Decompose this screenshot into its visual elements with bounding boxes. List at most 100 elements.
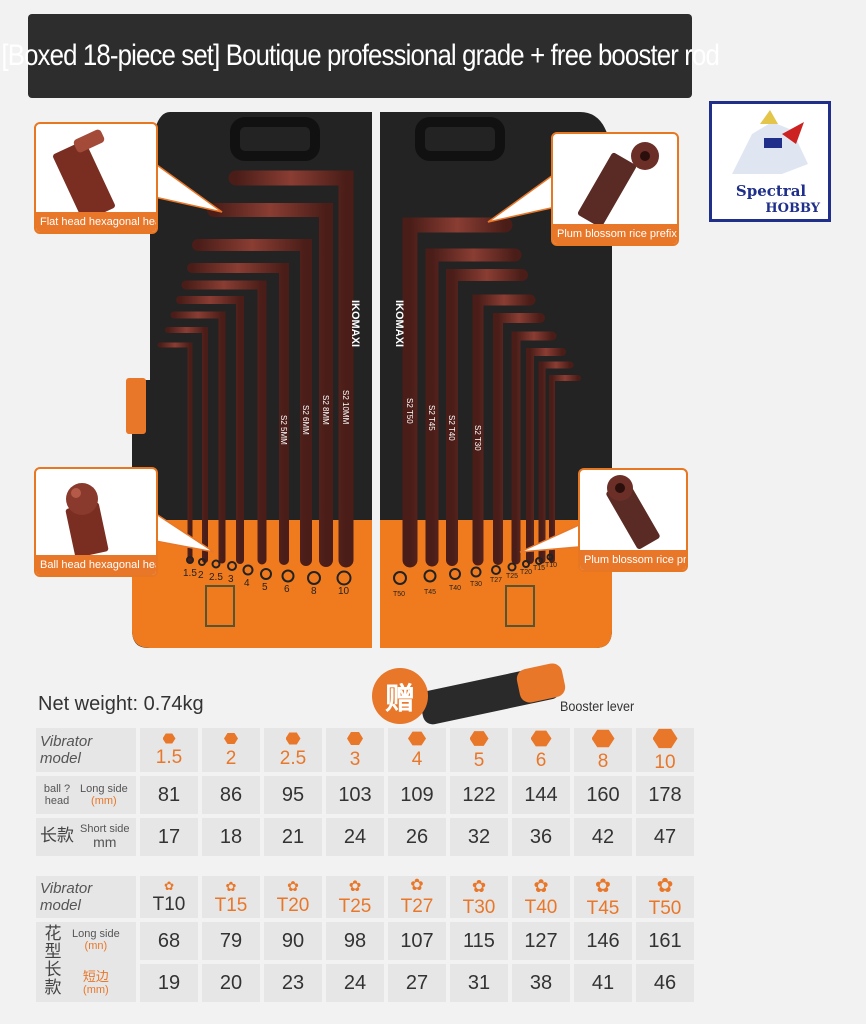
torx-size-label: T45 [424,589,436,596]
size-label: 10 [338,586,350,597]
torx-size-cell: ✿T50 [636,876,694,918]
long-cell: 107 [388,922,446,960]
long-cell: 81 [140,776,198,814]
torx-size-label: T27 [490,577,502,584]
torx-size-cell: ✿T25 [326,876,384,918]
table-row: 花型长款 Long side (mn) 短边 (mm) 68 79 90 98 … [36,922,694,1002]
long-cell: 90 [264,922,322,960]
short-cell: 36 [512,818,570,856]
booster-rod-image [419,663,566,725]
long-cell: 161 [636,922,694,960]
table-row: ball ? head Long side (mm) 81 86 95 103 … [36,776,694,814]
torx-size-cell: ✿T45 [574,876,632,918]
model-header: Vibrator model [36,876,136,918]
long-cell: 103 [326,776,384,814]
torx-size-label: T10 [545,562,557,569]
torx-size-cell: ✿T20 [264,876,322,918]
banner-title: [Boxed 18-piece set] Boutique profession… [1,39,719,72]
logo-line1: Spectral [735,182,807,200]
short-cell: 24 [326,964,384,1002]
short-cell: 20 [202,964,260,1002]
hex-spec-table: Vibrator model 1.5 2 2.5 3 4 5 6 8 10 ba… [32,724,698,860]
torx-size-cell: ✿T10 [140,876,198,918]
long-cell: 95 [264,776,322,814]
key-label-8mm: S2 8MM [321,395,330,425]
ball-head-callout: Ball head hexagonal head [34,467,158,577]
size-label: 5 [262,582,268,593]
torx-size-label: T15 [533,565,545,572]
long-cell: 68 [140,922,198,960]
size-cell: 2.5 [264,728,322,772]
torx-tip-icon [577,142,659,228]
plum-top-caption: Plum blossom rice prefix [553,224,677,244]
long-side-header: ball ? head Long side (mm) [36,776,136,814]
hex-keys-left [157,170,354,568]
short-cell: 32 [450,818,508,856]
short-cell: 21 [264,818,322,856]
group-label-top: ball ? head [43,782,71,807]
gift-badge: 赠 [372,668,428,724]
long-cell: 160 [574,776,632,814]
size-cell: 6 [512,728,570,772]
size-cell: 4 [388,728,446,772]
key-label-6mm: S2 6MM [301,405,310,435]
model-header: Vibrator model [36,728,136,772]
booster-label: Booster lever [560,698,635,714]
long-cell: 122 [450,776,508,814]
short-cell: 24 [326,818,384,856]
short-cell: 46 [636,964,694,1002]
torx-size-label: T40 [449,585,461,592]
key-label-t40: S2 T40 [447,415,456,441]
torx-keys-right [402,217,581,568]
size-markers [186,553,554,586]
short-cell: 26 [388,818,446,856]
long-cell: 86 [202,776,260,814]
torx-size-label: T20 [520,569,532,576]
plum-bottom-caption: Plum blossom rice prefix [580,550,686,570]
torx-size-cell: ✿T30 [450,876,508,918]
key-label-10mm: S2 10MM [341,390,350,425]
long-cell: 115 [450,922,508,960]
logo-line2: HOBBY [765,201,820,216]
short-cell: 42 [574,818,632,856]
long-cell: 109 [388,776,446,814]
torx-group-label-cn: 花型长款 [44,924,62,998]
short-cell: 23 [264,964,322,1002]
brand-mark-right: IKOMAXI [393,300,405,347]
brand-mark-left: IKOMAXI [349,300,361,347]
torx-size-label: T25 [506,573,518,580]
size-cell: 3 [326,728,384,772]
short-cell: 19 [140,964,198,1002]
long-cell: 98 [326,922,384,960]
torx-size-cell: ✿T40 [512,876,570,918]
short-side-header: 长款 Short side mm [36,818,136,856]
long-cell: 79 [202,922,260,960]
short-cell: 17 [140,818,198,856]
plum-bottom-callout: Plum blossom rice prefix [578,468,688,572]
torx-tip-icon [606,475,660,549]
size-cell: 10 [636,728,694,772]
torx-size-cell: ✿T27 [388,876,446,918]
plum-top-callout: Plum blossom rice prefix [551,132,679,246]
short-cell: 31 [450,964,508,1002]
spectral-hobby-logo: Spectral HOBBY [709,101,831,222]
short-cell: 38 [512,964,570,1002]
size-cell: 8 [574,728,632,772]
short-cell: 27 [388,964,446,1002]
size-label: 2 [198,570,204,581]
size-label: 4 [244,578,250,589]
torx-spec-table: Vibrator model ✿T10 ✿T15 ✿T20 ✿T25 ✿T27 … [32,872,698,1006]
product-case-illustration: IKOMAXI IKOMAXI S2 10MM S2 8MM S2 6MM S2… [126,112,612,648]
long-cell: 178 [636,776,694,814]
size-label: 2.5 [209,572,223,583]
table-row: Vibrator model 1.5 2 2.5 3 4 5 6 8 10 [36,728,694,772]
short-cell: 47 [636,818,694,856]
group-label-cn: 长款 [40,826,74,847]
size-cell: 2 [202,728,260,772]
size-label: 6 [284,584,290,595]
title-banner: [Boxed 18-piece set] Boutique profession… [1,14,720,98]
short-cell: 41 [574,964,632,1002]
torx-size-label: T30 [470,581,482,588]
flat-head-caption: Flat head hexagonal head [36,212,156,232]
robot-mascot-icon [732,110,808,174]
